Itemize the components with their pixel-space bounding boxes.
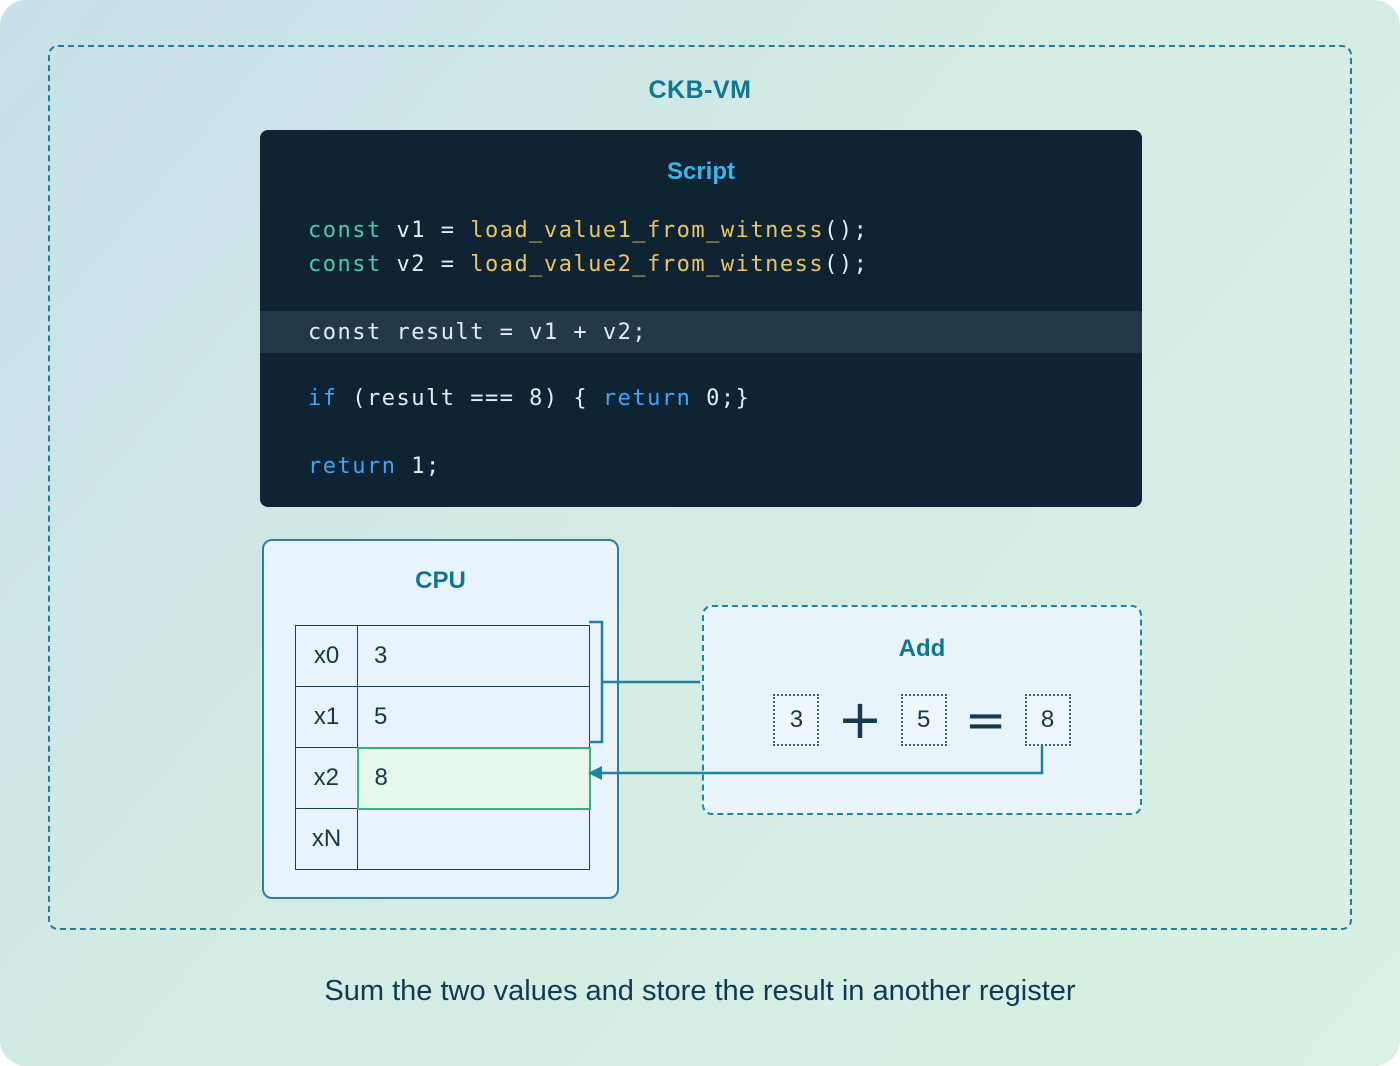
code-token-keyword: if bbox=[308, 386, 338, 411]
register-value-highlighted: 8 bbox=[356, 746, 591, 810]
register-table: x0 3 x1 5 x2 8 xN bbox=[295, 625, 591, 870]
cpu-container: CPU x0 3 x1 5 x2 8 xN bbox=[262, 539, 619, 899]
add-title: Add bbox=[898, 635, 946, 662]
plus-operator-icon: + bbox=[837, 688, 883, 751]
operand-box-2: 5 bbox=[900, 694, 947, 746]
code-token: v1 = bbox=[381, 218, 471, 243]
code-token-keyword: const bbox=[308, 252, 382, 277]
code-token-keyword: const bbox=[308, 218, 382, 243]
add-equation: 3 + 5 = 8 bbox=[704, 693, 1140, 747]
register-value: 3 bbox=[357, 625, 590, 687]
code-token-function: load_value1_from_witness bbox=[470, 218, 825, 243]
register-row-xn: xN bbox=[295, 808, 590, 870]
register-row-x0: x0 3 bbox=[295, 625, 590, 687]
register-row-x2: x2 8 bbox=[295, 746, 591, 810]
script-code-block: Script const v1 = load_value1_from_witne… bbox=[260, 130, 1142, 507]
code-line-4: if (result === 8) { return 0;} bbox=[308, 386, 750, 411]
code-line-3-highlighted: const result = v1 + v2; bbox=[308, 320, 648, 345]
code-token-keyword: return bbox=[602, 386, 692, 411]
code-token: (); bbox=[824, 252, 869, 277]
ckb-vm-title: CKB-VM bbox=[648, 76, 752, 104]
register-row-x1: x1 5 bbox=[295, 686, 590, 748]
register-name: x1 bbox=[295, 686, 358, 748]
equals-operator-icon: = bbox=[964, 691, 1007, 749]
cpu-title: CPU bbox=[415, 567, 466, 594]
register-name: x0 bbox=[295, 625, 358, 687]
caption-text: Sum the two values and store the result … bbox=[324, 975, 1076, 1007]
code-token-keyword: return bbox=[308, 454, 397, 479]
code-token: v2 = bbox=[381, 252, 471, 277]
result-box: 8 bbox=[1024, 694, 1071, 746]
script-title: Script bbox=[666, 158, 735, 185]
code-token: 1; bbox=[396, 454, 441, 479]
register-value: 5 bbox=[357, 686, 590, 748]
register-name: xN bbox=[295, 808, 358, 870]
register-value-empty bbox=[357, 808, 590, 870]
code-token-function: load_value2_from_witness bbox=[470, 252, 825, 277]
code-token: (result === 8) { bbox=[337, 386, 603, 411]
code-line-1: const v1 = load_value1_from_witness(); bbox=[308, 218, 868, 243]
code-token: (); bbox=[824, 218, 869, 243]
register-name: x2 bbox=[295, 747, 358, 809]
code-token: 0;} bbox=[691, 386, 751, 411]
operand-box-1: 3 bbox=[773, 694, 820, 746]
highlighted-line-background bbox=[260, 311, 1142, 353]
ckb-vm-container: CKB-VM Script const v1 = load_value1_fro… bbox=[48, 45, 1352, 930]
code-line-2: const v2 = load_value2_from_witness(); bbox=[308, 252, 868, 277]
code-line-5: return 1; bbox=[308, 454, 441, 479]
add-container: Add 3 + 5 = 8 bbox=[702, 605, 1142, 815]
